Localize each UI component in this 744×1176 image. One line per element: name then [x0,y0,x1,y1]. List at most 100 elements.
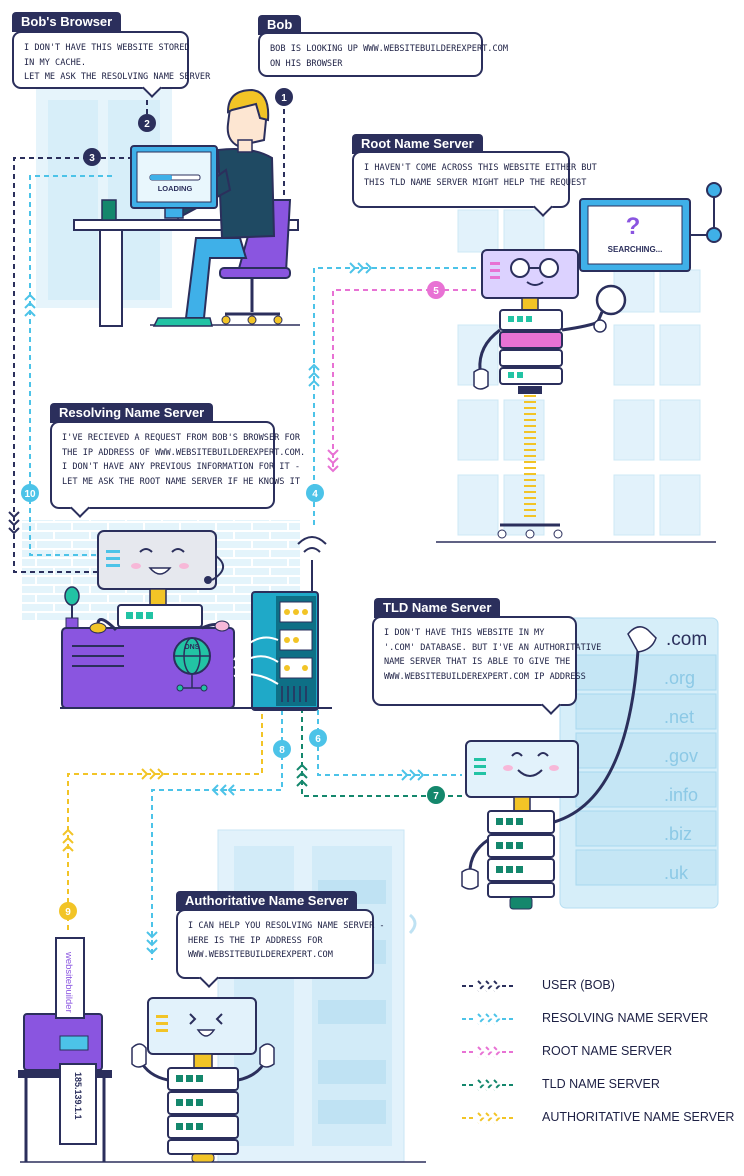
root-server-robot [473,182,722,539]
bubble-line: www.websitebuilderexpert.com [188,950,333,960]
bobs-browser-label: Bob's Browser [12,12,122,32]
legend-label: USER (BOB) [542,978,615,992]
path-step-3 [13,157,133,573]
step-5-label: 5 [433,286,439,297]
bubble-line: in my cache. [24,57,87,68]
root-server-label: Root Name Server [352,134,483,154]
path-step-5 [332,289,476,470]
step-6: 6 [309,729,327,747]
bubble-line: name server that is able to give the [384,657,571,667]
step-3: 3 [83,148,101,166]
bubble-line: this TLD Name Server might help the requ… [364,177,587,188]
path-step-6 [317,710,462,776]
chevron-markers [8,262,425,955]
legend-arrow-authoritative [462,1112,514,1124]
bubble-line: '.com' database. But I've an authoritati… [384,642,602,653]
step-7-label: 7 [433,791,439,802]
tld-database [559,617,719,909]
legend-item-resolving: RESOLVING NAME SERVER [460,1009,742,1042]
bubble-line: Let me ask the root name server if he kn… [62,476,300,487]
tld-server-speech-bubble: I don't have this website in my '.com' d… [372,616,602,715]
bubble-line: www.websitebuilderexpert.com IP address [384,671,586,682]
legend-arrow-user [462,980,514,992]
resolving-server-robot [60,530,332,711]
legend-item-root: ROOT NAME SERVER [460,1042,742,1075]
connection-paths [13,100,476,960]
question-mark-icon: ? [626,213,641,240]
step-9-label: 9 [65,907,71,918]
bubble-line: I can help you resolving name server - [188,921,385,931]
step-7: 7 [427,786,445,804]
step-1-label: 1 [281,93,287,104]
legend-label: TLD NAME SERVER [542,1077,660,1091]
step-8-label: 8 [279,745,285,756]
searching-text: SEARCHING... [608,245,663,254]
bubble-line: I don't have any previous information fo… [62,462,300,472]
tld-biz: .biz [664,824,692,844]
step-4-label: 4 [312,489,318,500]
bubble-line: the IP address of www.websitebuilderexpe… [62,447,306,458]
step-8: 8 [273,740,291,758]
tld-server-label: TLD Name Server [374,598,501,618]
path-step-7 [301,710,462,797]
tld-server-robot [461,626,657,910]
legend-arrow-root [462,1046,514,1058]
legend: USER (BOB) RESOLVING NAME SERVER ROOT NA… [460,976,742,1141]
legend-arrows [462,980,514,1124]
legend-arrow-tld [462,1079,514,1091]
bubble-line: I don't have this website stored [24,43,190,53]
ip-address-text: 185.139.1.1 [73,1072,83,1120]
bubble-line: here is the IP address for [188,935,323,946]
tld-gov: .gov [664,746,698,766]
bubble-line: on his browser [270,58,343,69]
step-10: 10 [21,484,39,502]
tld-org: .org [664,668,695,688]
resolving-server-label: Resolving Name Server [50,403,214,423]
authoritative-server-rack [217,829,417,1163]
tld-com: .com [666,629,707,650]
step-4: 4 [306,484,324,502]
legend-arrow-resolving [462,1013,514,1025]
root-server-racks [457,209,701,536]
root-server-speech-bubble: I haven't come across this website eithe… [352,151,597,217]
wifi-icon [297,536,327,553]
step-9: 9 [59,902,77,920]
bubble-line: I've recieved a request from Bob's brows… [62,433,300,443]
bob-label: Bob [258,15,302,35]
bubble-line: Bob is looking up www.websitebuilderexpe… [270,44,508,54]
path-step-10 [29,175,112,556]
bob-speech-bubble: Bob is looking up www.websitebuilderexpe… [258,32,508,77]
loading-text: LOADING [158,184,193,193]
bob-person [73,88,300,327]
legend-label: AUTHORITATIVE NAME SERVER [542,1110,735,1124]
authoritative-server-label: Authoritative Name Server [176,891,358,911]
step-2-label: 2 [144,119,150,130]
bubble-line: I don't have this website in my [384,628,545,638]
dns-label: DNS [185,644,200,651]
legend-item-authoritative: AUTHORITATIVE NAME SERVER [460,1108,742,1141]
legend-label: ROOT NAME SERVER [542,1044,673,1058]
bubble-line: Let me ask the Resolving Name Server [24,72,211,82]
bobs-browser-speech-bubble: I don't have this website stored in my c… [12,31,211,98]
legend-item-tld: TLD NAME SERVER [460,1075,742,1108]
authoritative-server-robot [18,937,275,1163]
authoritative-server-speech-bubble: I can help you resolving name server - h… [176,909,385,988]
step-10-label: 10 [24,489,36,500]
path-step-4 [313,267,476,525]
step-5: 5 [427,281,445,299]
websitebuilder-sign-text: websitebuilder [63,951,74,1013]
resolving-server-speech-bubble: I've recieved a request from Bob's brows… [50,421,306,518]
tld-uk: .uk [664,863,689,883]
legend-item-user: USER (BOB) [460,976,742,1009]
path-step-9 [67,710,263,930]
step-2: 2 [138,114,156,132]
step-markers: 1 2 3 4 5 6 7 8 9 10 [21,88,445,920]
step-1: 1 [275,88,293,106]
tld-info: .info [664,785,698,805]
bubble-line: I haven't come across this website eithe… [364,163,597,173]
coffee-cup-icon [101,199,117,221]
tld-net: .net [664,707,694,727]
legend-label: RESOLVING NAME SERVER [542,1011,709,1025]
